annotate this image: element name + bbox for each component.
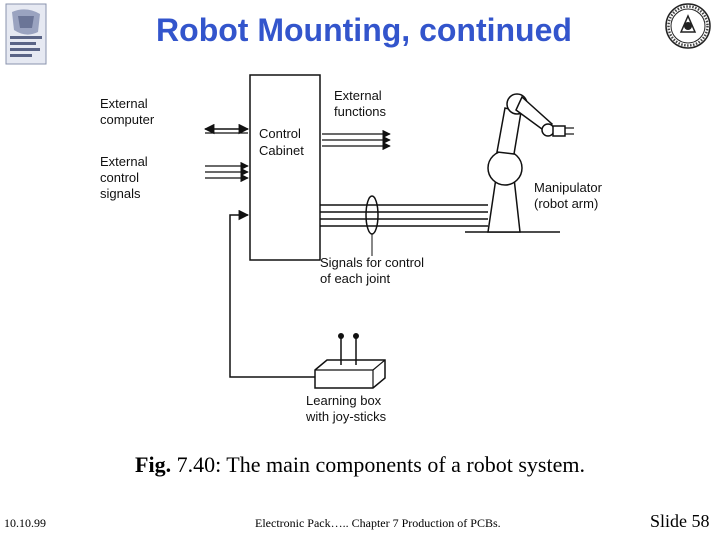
signals-label-1: Signals for control bbox=[320, 255, 424, 270]
university-seal-icon bbox=[665, 3, 711, 49]
university-logo-icon bbox=[5, 3, 47, 65]
caption-text: 7.40: The main components of a robot sys… bbox=[171, 452, 585, 477]
robot-wrist bbox=[541, 123, 555, 137]
manipulator-label-1: Manipulator bbox=[534, 180, 603, 195]
robot-system-figure: Control Cabinet External computer Extern… bbox=[100, 74, 603, 424]
control-cabinet-label-1: Control bbox=[259, 126, 301, 141]
learning-box-label-1: Learning box bbox=[306, 393, 382, 408]
slide-title: Robot Mounting, continued bbox=[156, 12, 572, 48]
control-cabinet-label-2: Cabinet bbox=[259, 143, 304, 158]
learning-box bbox=[314, 359, 386, 389]
signal-bundle-ellipse bbox=[365, 195, 379, 235]
robot-system-diagram: Control Cabinet External computer Extern… bbox=[100, 72, 660, 434]
footer-course-title: Electronic Pack….. Chapter 7 Production … bbox=[255, 516, 501, 530]
external-control-label-3: signals bbox=[100, 186, 141, 201]
footer-date: 10.10.99 bbox=[4, 516, 46, 530]
slide-number-value: 58 bbox=[691, 511, 710, 531]
external-computer-label-2: computer bbox=[100, 112, 155, 127]
caption-fig-label: Fig. bbox=[135, 452, 172, 477]
robot-base bbox=[487, 177, 521, 233]
external-functions-label-2: functions bbox=[334, 104, 387, 119]
university-seal bbox=[664, 2, 712, 50]
robot-joint-lower bbox=[487, 150, 523, 186]
control-cabinet-box bbox=[249, 74, 321, 261]
signals-label-2: of each joint bbox=[320, 271, 390, 286]
figure-caption: Fig. 7.40: The main components of a robo… bbox=[0, 452, 720, 478]
slide-label: Slide bbox=[650, 511, 688, 531]
external-functions-label-1: External bbox=[334, 88, 382, 103]
external-control-label-1: External bbox=[100, 154, 148, 169]
robot-gripper bbox=[552, 125, 566, 137]
university-logo bbox=[4, 2, 50, 68]
external-computer-label-1: External bbox=[100, 96, 148, 111]
robot-upper-arm bbox=[496, 107, 522, 155]
learning-box-label-2: with joy-sticks bbox=[305, 409, 387, 424]
slide-number: Slide 58 bbox=[650, 511, 710, 532]
learning-box-feedback-line bbox=[229, 209, 315, 378]
external-control-label-2: control bbox=[100, 170, 139, 185]
manipulator-label-2: (robot arm) bbox=[534, 196, 598, 211]
